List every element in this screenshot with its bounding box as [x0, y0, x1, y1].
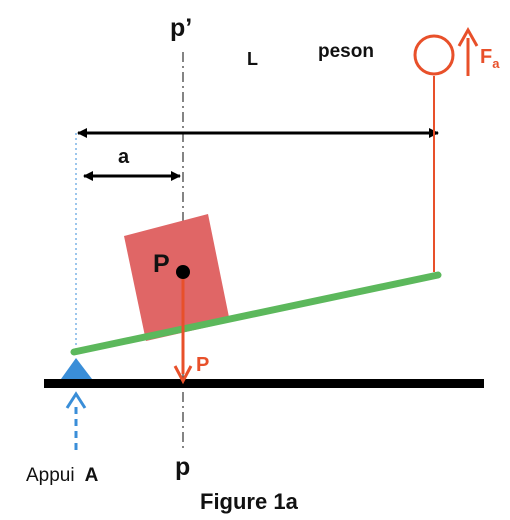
- support-reaction-arrowhead: [65, 391, 87, 409]
- label-weight-arrow: P: [196, 354, 209, 376]
- label-L: L: [247, 49, 258, 69]
- label-peson: peson: [318, 41, 374, 62]
- label-a: a: [118, 146, 130, 168]
- weight-arrowhead: [173, 365, 193, 385]
- label-force-F: Fa: [480, 46, 500, 71]
- ground-line: [44, 379, 484, 388]
- label-appui-A: A: [85, 465, 99, 486]
- label-weight-center: P: [153, 250, 170, 278]
- label-p: p: [175, 453, 190, 481]
- block-weight: [124, 214, 230, 341]
- inclined-beam: [70, 271, 442, 356]
- peson-circle: [413, 34, 455, 76]
- support-triangle: [61, 358, 92, 379]
- label-force-subscript: a: [492, 56, 500, 71]
- force-fa-arrowhead: [457, 26, 479, 47]
- figure-caption: Figure 1a: [200, 489, 299, 514]
- label-p-prime: p’: [170, 14, 192, 42]
- center-of-gravity-dot: [176, 265, 190, 279]
